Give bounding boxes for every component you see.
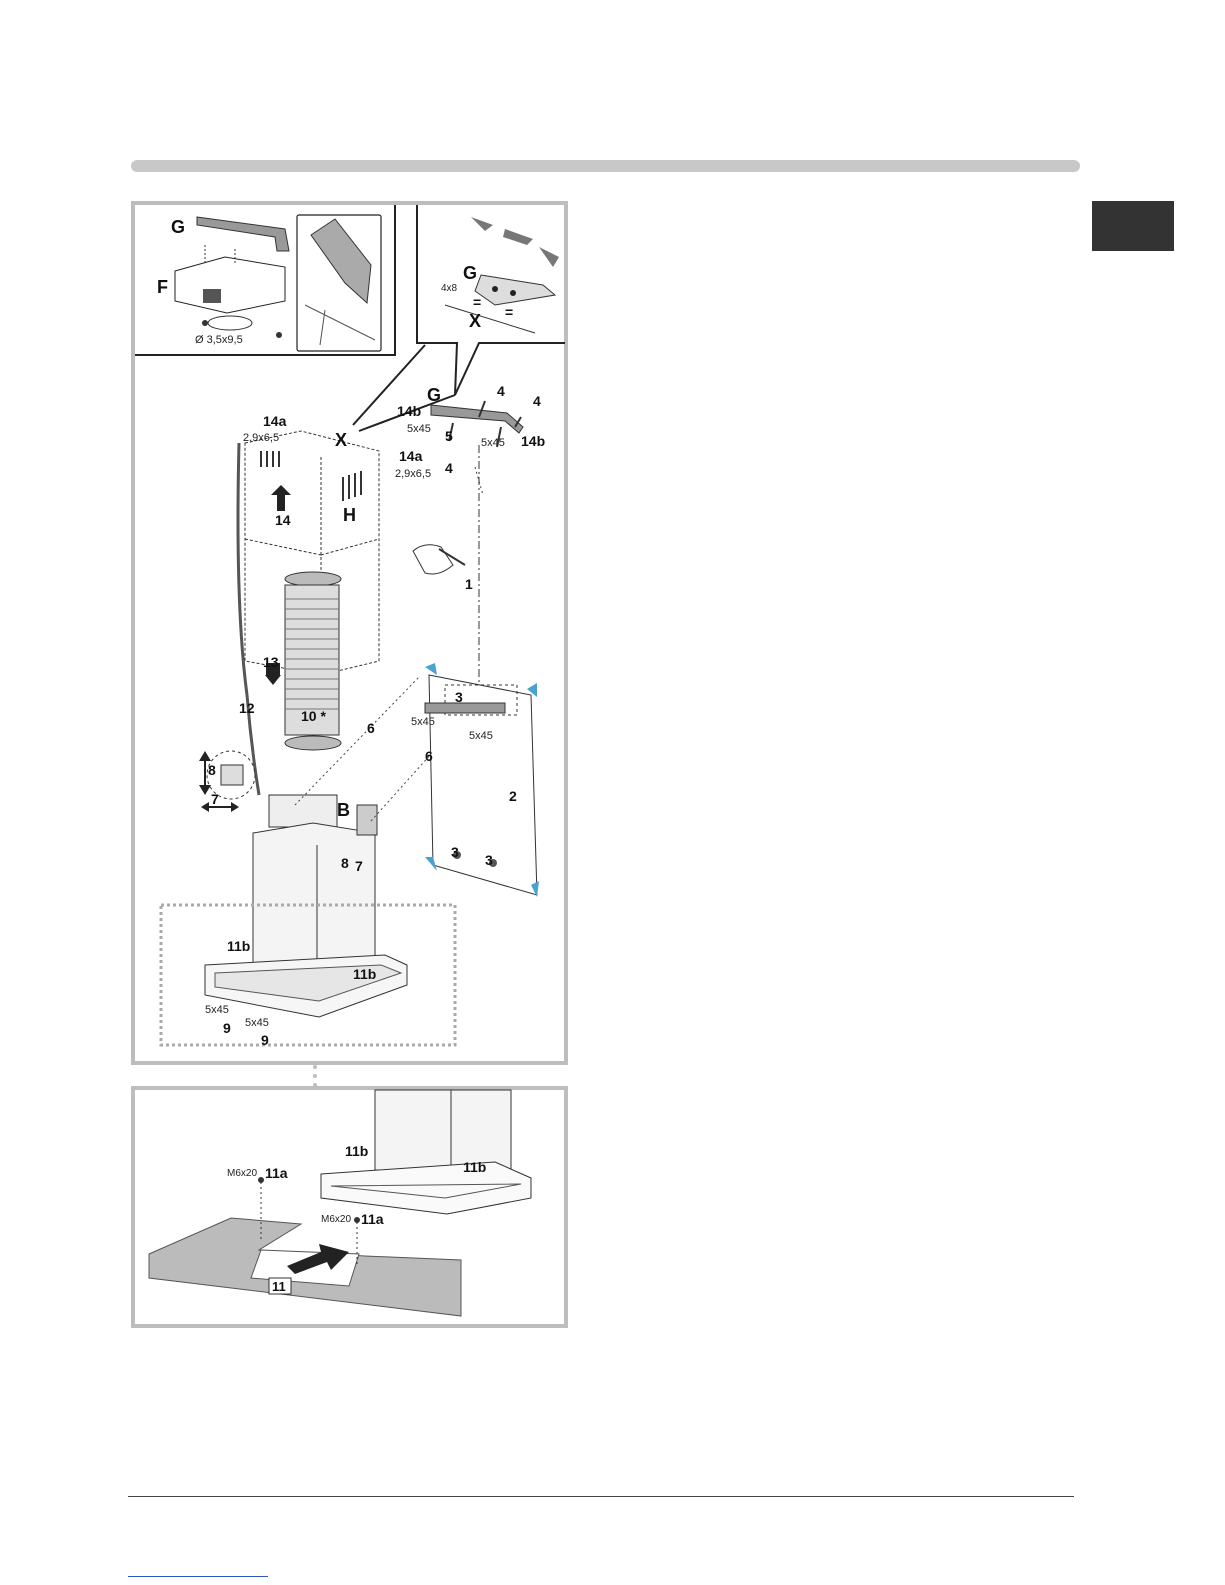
hood-bracket [425, 703, 505, 713]
label-11b-right-detail: 11b [463, 1159, 486, 1175]
bracket-g [197, 217, 289, 251]
label-14: 14 [275, 512, 291, 528]
wall-bracket [357, 805, 377, 835]
label-6-right: 6 [425, 748, 433, 764]
spec-m6-left: M6x20 [227, 1168, 257, 1179]
spec-right: 2,9x6,5 [395, 468, 431, 480]
label-g-main: G [427, 385, 441, 405]
label-11: 11 [272, 1279, 286, 1294]
label-9-right: 9 [261, 1032, 269, 1048]
junction-box-detail [199, 751, 255, 812]
header-rule [131, 160, 1080, 172]
language-tab[interactable] [1092, 201, 1174, 251]
label-3-left: 3 [451, 844, 459, 860]
spec-9-right: 5x45 [245, 1017, 269, 1029]
label-11b-left-detail: 11b [345, 1143, 368, 1159]
spec-m6-right: M6x20 [321, 1214, 351, 1225]
spec-9-left: 5x45 [205, 1004, 229, 1016]
label-8: 8 [341, 855, 349, 871]
equal-mark-2: = [505, 304, 513, 320]
label-4-lower: 4 [445, 460, 453, 476]
label-12: 12 [239, 700, 255, 716]
label-11a-right: 11a [361, 1211, 384, 1227]
wall-template [425, 663, 539, 897]
label-g: G [171, 217, 185, 237]
screw-spec: Ø 3,5x9,5 [195, 334, 243, 346]
fan-motor-b [269, 795, 337, 827]
label-13: 13 [263, 654, 279, 670]
label-5: 5 [445, 428, 453, 444]
equal-mark-1: = [473, 294, 481, 310]
detail-fan-box: G F Ø 3,5x9,5 [135, 205, 395, 355]
fan-unit [175, 257, 285, 313]
spec-5: 5x45 [407, 423, 431, 435]
panel-connector [313, 1065, 317, 1087]
installation-figure-detail: 11b 11b M6x20 11a M6x20 11a 11 [131, 1086, 568, 1328]
label-f: F [157, 277, 168, 297]
label-11b-left: 11b [227, 938, 250, 954]
label-b: B [337, 800, 350, 820]
spec-4: 5x45 [481, 437, 505, 449]
label-4-right: 4 [533, 393, 541, 409]
label-11a-left: 11a [265, 1165, 288, 1181]
label-14a-right: 14a [399, 448, 423, 464]
label-9-left: 9 [223, 1020, 231, 1036]
pencil-hand-icon [413, 545, 465, 574]
label-14b-left: 14b [397, 403, 421, 419]
label-2: 2 [509, 788, 517, 804]
label-3-top: 3 [455, 689, 463, 705]
label-7: 7 [355, 858, 363, 874]
label-x-callout: X [469, 311, 481, 331]
footer-link[interactable] [128, 1576, 268, 1577]
label-h: H [343, 505, 356, 525]
installation-drawing: G F Ø 3,5x9,5 G 4x8 = = X [135, 205, 572, 1069]
label-3-right: 3 [485, 852, 493, 868]
base-fixing-drawing: 11b 11b M6x20 11a M6x20 11a 11 [135, 1090, 572, 1332]
label-1: 1 [465, 576, 473, 592]
footer-rule [128, 1496, 1074, 1497]
label-11b-right: 11b [353, 966, 376, 982]
spec-left: 2,9x6,5 [243, 432, 279, 444]
label-14a-left: 14a [263, 413, 287, 429]
label-14b-right: 14b [521, 433, 545, 449]
label-g-callout: G [463, 263, 477, 283]
spec-3-right: 5x45 [469, 730, 493, 742]
label-8-inset: 8 [208, 762, 216, 778]
label-10: 10 * [301, 708, 326, 724]
screw-spec-callout: 4x8 [441, 283, 458, 294]
installation-figure-main: G F Ø 3,5x9,5 G 4x8 = = X [131, 201, 568, 1065]
label-x: X [335, 430, 347, 450]
label-4-top: 4 [497, 383, 505, 399]
spec-3-left: 5x45 [411, 716, 435, 728]
label-7-inset: 7 [211, 791, 219, 807]
label-6-left: 6 [367, 720, 375, 736]
